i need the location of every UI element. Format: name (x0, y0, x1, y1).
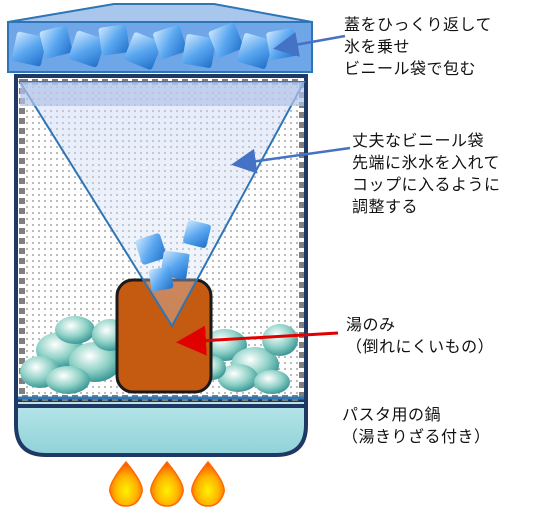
pot-bottom-water (14, 398, 308, 457)
flame-icon (109, 460, 225, 507)
bag-label-line1: 丈夫なビニール袋 (352, 131, 485, 150)
pot-label: パスタ用の鍋 （湯きりざる付き） (342, 404, 491, 448)
hot-water-blobs (20, 316, 298, 394)
bag-top-band (20, 82, 304, 106)
pot-label-line2: （湯きりざる付き） (342, 427, 491, 446)
bag-label: 丈夫なビニール袋 先端に氷水を入れて コップに入るように 調整する (352, 130, 501, 218)
cup-pointer-arrow (176, 325, 339, 356)
cup-label-line2: （倒れにくいもの） (346, 337, 495, 356)
lid-label-line2: 氷を乗せ (344, 37, 411, 56)
bag-label-line3: コップに入るように (352, 175, 501, 194)
ice-cube-icon (135, 220, 211, 292)
lid-label: 蓋をひっくり返して 氷を乗せ ビニール袋で包む (344, 14, 492, 80)
pot-wall (14, 74, 308, 408)
lid-label-line3: ビニール袋で包む (344, 59, 477, 78)
bag-label-line2: 先端に氷水を入れて (352, 153, 501, 172)
cup-label-line1: 湯のみ (346, 315, 396, 334)
lid-pointer-arrow (273, 32, 346, 57)
lid-label-line1: 蓋をひっくり返して (344, 15, 493, 34)
ice-cube-icon (11, 22, 298, 70)
pot-label-line1: パスタ用の鍋 (342, 405, 442, 424)
cup-label: 湯のみ （倒れにくいもの） (346, 314, 494, 358)
bag-pointer-arrow (231, 146, 351, 174)
bag-label-line4: 調整する (352, 197, 419, 216)
